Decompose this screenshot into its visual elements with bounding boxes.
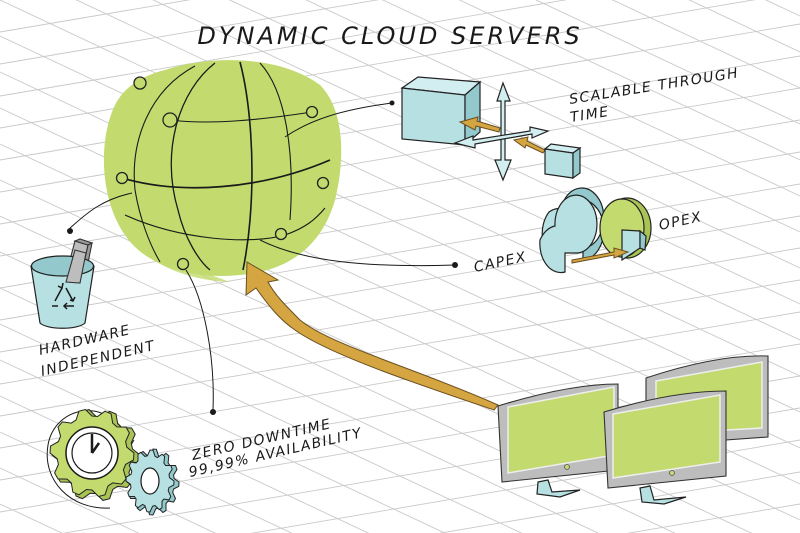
globe-node (115, 171, 129, 185)
monitors-icon (497, 355, 769, 505)
label-scalable-line2: TIME (569, 104, 611, 126)
globe-icon (103, 60, 342, 282)
label-scalable-line1: SCALABLE THROUGH (568, 65, 740, 108)
scaling-cubes-icon (400, 76, 582, 182)
label-opex: OPEX (658, 209, 704, 234)
connector-lines (67, 100, 458, 415)
label-hardware: HARDWARE INDEPENDENT (37, 322, 157, 380)
pie-chart-icon (539, 187, 652, 274)
label-uptime: ZERO DOWNTIME 99,99% AVAILABILITY (187, 416, 364, 481)
clock-gears-icon (46, 408, 180, 516)
globe-node (162, 112, 178, 128)
label-capex: CAPEX (473, 249, 529, 276)
monitor (603, 390, 727, 505)
globe-node (305, 105, 319, 119)
diagram-title: DYNAMIC CLOUD SERVERS (197, 22, 582, 50)
label-scalable: SCALABLE THROUGH TIME (568, 65, 740, 126)
globe-node (133, 76, 147, 90)
recycle-icon (52, 282, 76, 310)
recycle-bin-icon (30, 238, 95, 329)
monitor (497, 383, 619, 498)
globe-node (316, 176, 330, 190)
upload-arrow (245, 261, 499, 411)
globe-node (274, 227, 288, 241)
globe-node (176, 257, 190, 271)
